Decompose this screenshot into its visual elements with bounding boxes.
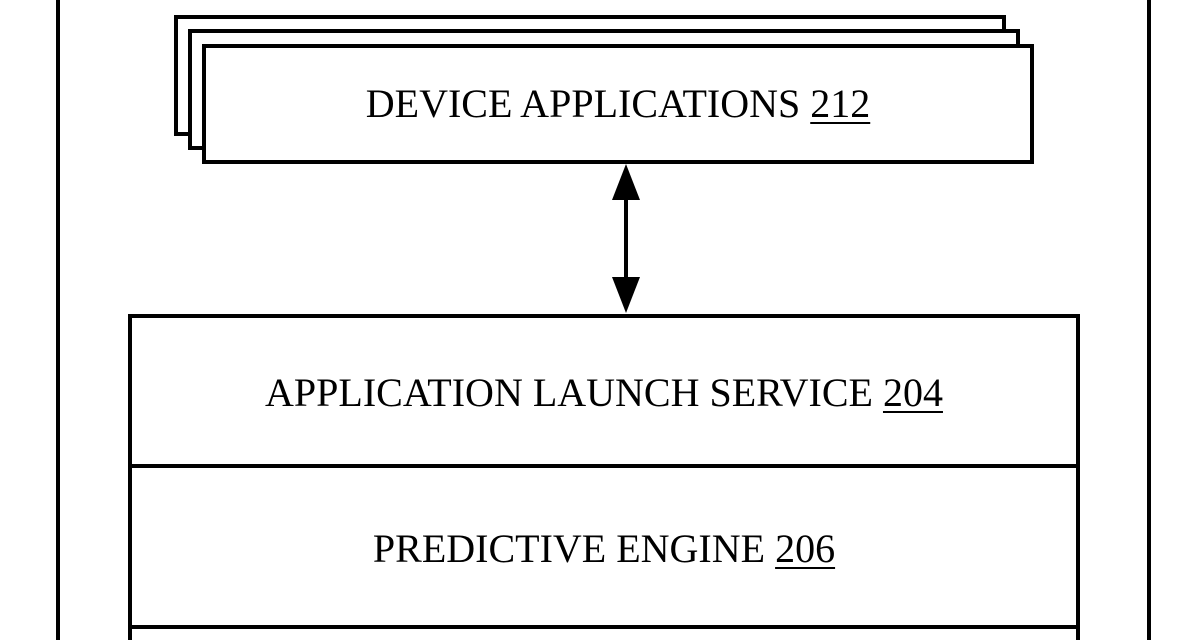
application-launch-service-ref: 204 [882,370,943,415]
device-applications-text: DEVICE APPLICATIONS [365,81,801,126]
application-launch-service-label: APPLICATION LAUNCH SERVICE 204 [130,373,1078,413]
predictive-engine-label: PREDICTIVE ENGINE 206 [130,529,1078,569]
arrow-head-up-icon [612,164,640,200]
arrow-head-down-icon [612,277,640,313]
device-applications-box [202,44,1034,164]
predictive-engine-ref: 206 [775,526,836,571]
service-stack-box [128,314,1080,640]
predictive-engine-text: PREDICTIVE ENGINE [372,526,766,571]
device-applications-ref: 212 [810,81,871,126]
application-launch-service-text: APPLICATION LAUNCH SERVICE [265,370,873,415]
device-applications-label: DEVICE APPLICATIONS 212 [204,84,1032,124]
